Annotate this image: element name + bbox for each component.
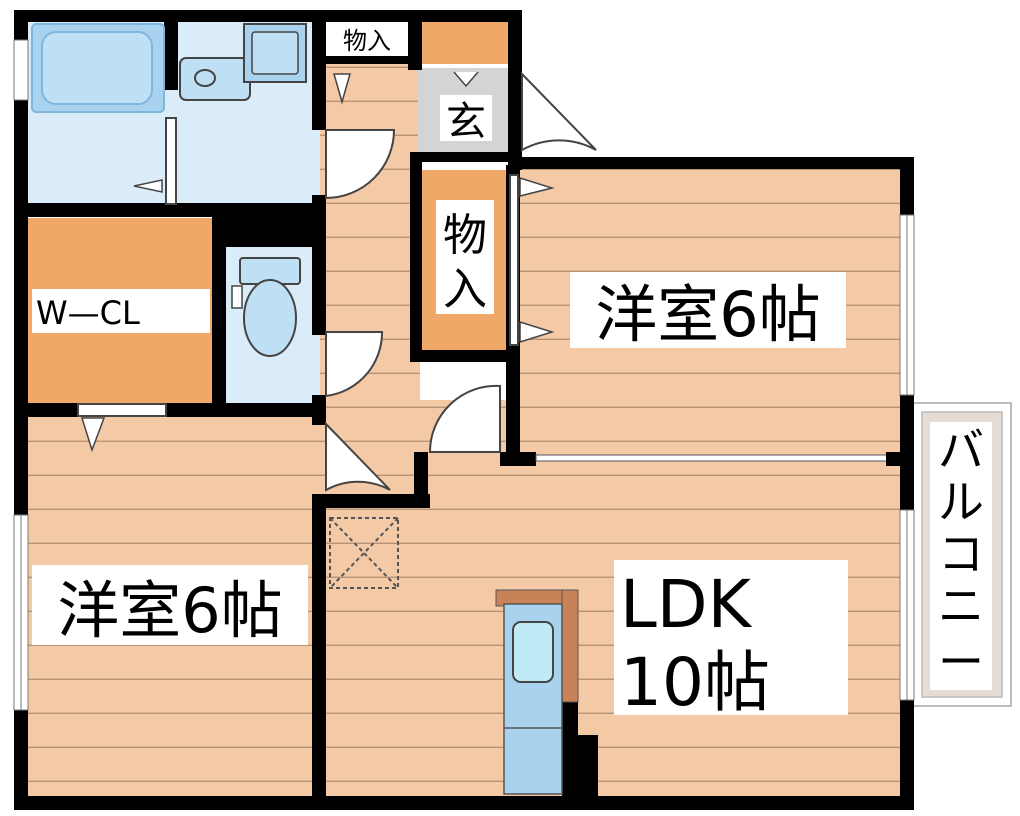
wall xyxy=(164,20,178,90)
wall xyxy=(408,10,422,70)
closet-marker-icon xyxy=(453,71,479,88)
bathtub-icon xyxy=(31,23,165,113)
wall xyxy=(14,10,522,22)
storage-mid-label-2: 入 xyxy=(443,264,487,315)
wall xyxy=(312,495,326,810)
door-swing-icon xyxy=(521,71,597,152)
toilet-icon xyxy=(231,257,301,357)
windows xyxy=(13,39,915,711)
labels: 物入 玄 物 入 W—CL 洋室6帖 洋室6帖 LDK 10帖 バ ル コ ニ … xyxy=(32,24,992,721)
wall xyxy=(508,157,914,169)
ldk-size-label: 10帖 xyxy=(620,644,770,721)
shoe-cabinet xyxy=(420,18,510,64)
wall xyxy=(508,10,522,170)
wall xyxy=(562,700,578,800)
door-swing-icon xyxy=(325,421,391,492)
balcony-label-char: ル xyxy=(938,475,984,529)
wall xyxy=(212,215,326,247)
fixtures xyxy=(31,23,579,795)
closet-marker-icon xyxy=(519,320,555,344)
wall xyxy=(410,350,520,362)
storage-mid-label-1: 物 xyxy=(443,210,487,261)
wall xyxy=(312,10,326,130)
sliding-partition xyxy=(535,454,889,462)
room-west-label: 洋室6帖 xyxy=(57,574,282,647)
doors xyxy=(77,71,597,492)
door-swing-icon xyxy=(325,331,384,398)
storage-top-label: 物入 xyxy=(343,27,391,55)
entrance-label: 玄 xyxy=(446,99,486,145)
balcony-label-char: コ xyxy=(938,527,984,581)
wall xyxy=(414,452,428,508)
balcony-label-char: ー xyxy=(938,635,984,689)
balcony-label-char: ニ xyxy=(938,579,984,633)
wall xyxy=(14,796,914,810)
wall xyxy=(212,215,226,415)
markers xyxy=(80,71,555,453)
door-swing-icon xyxy=(428,384,501,453)
wall xyxy=(410,152,520,162)
wall xyxy=(500,452,536,466)
wall xyxy=(14,203,326,217)
wall xyxy=(410,157,422,362)
balcony-label-char: バ xyxy=(938,423,984,477)
wall xyxy=(578,735,598,800)
wall xyxy=(14,403,326,417)
washing-machine-icon xyxy=(243,23,307,83)
sliding-door xyxy=(509,174,519,346)
washbasin-icon xyxy=(179,57,251,101)
ldk-label: LDK xyxy=(620,566,753,643)
wall xyxy=(312,494,430,508)
door-swing-icon xyxy=(325,129,396,200)
wall xyxy=(886,452,912,466)
closet-marker-icon xyxy=(133,179,163,193)
closet-marker-icon xyxy=(80,417,106,453)
wall xyxy=(326,56,416,64)
sink-icon xyxy=(512,621,554,683)
closet-marker-icon xyxy=(333,73,351,105)
closet-marker-icon xyxy=(519,176,555,197)
ceiling-hatch-icon xyxy=(329,517,399,589)
sliding-door xyxy=(77,403,167,417)
room-north-label: 洋室6帖 xyxy=(595,278,820,351)
walk-in-closet-label: W—CL xyxy=(36,294,140,332)
window xyxy=(13,39,29,101)
sliding-door xyxy=(165,117,177,205)
